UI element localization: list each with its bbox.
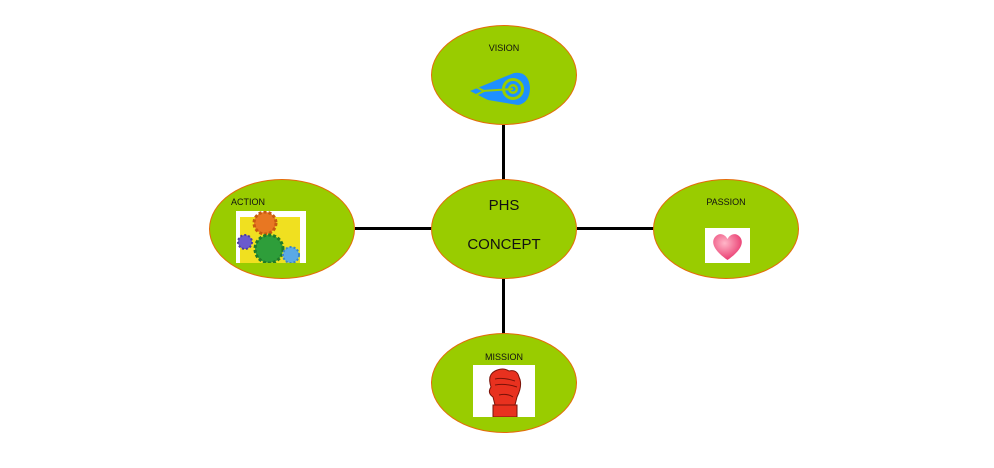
gears-icon bbox=[236, 211, 306, 263]
connector-vision bbox=[502, 125, 505, 180]
connector-action bbox=[355, 227, 432, 230]
node-label: MISSION bbox=[484, 352, 523, 362]
node-action: ACTION bbox=[209, 179, 355, 279]
node-vision: VISION bbox=[431, 25, 577, 125]
connector-mission bbox=[502, 279, 505, 334]
center-title: PHS bbox=[488, 197, 520, 214]
node-label: VISION bbox=[488, 43, 520, 53]
target-arrow-icon bbox=[470, 72, 530, 105]
node-label: PASSION bbox=[706, 197, 746, 207]
node-center: PHS CONCEPT bbox=[431, 179, 577, 279]
connector-passion bbox=[577, 227, 654, 230]
node-mission: MISSION bbox=[431, 333, 577, 433]
heart-icon bbox=[705, 228, 750, 263]
node-label: ACTION bbox=[230, 197, 265, 207]
node-passion: PASSION bbox=[653, 179, 799, 279]
center-subtitle: CONCEPT bbox=[467, 236, 541, 253]
raised-fist-icon bbox=[473, 365, 535, 417]
